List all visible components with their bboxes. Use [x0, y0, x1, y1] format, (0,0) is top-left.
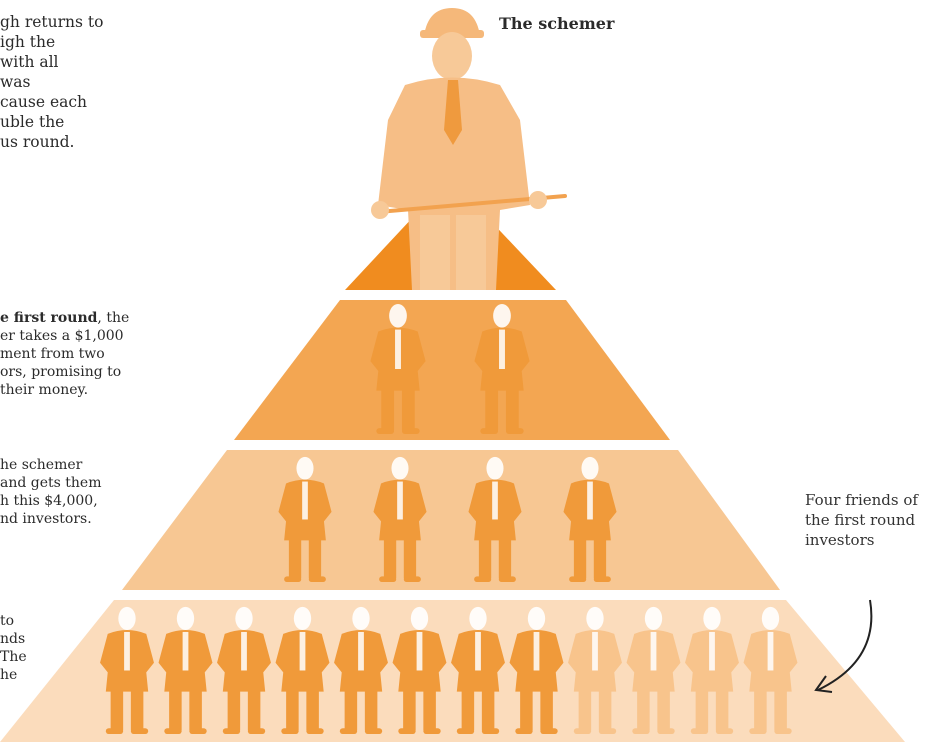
round2-line: and gets them: [0, 475, 102, 491]
round3-line: to: [0, 613, 15, 629]
round1-line: their money.: [0, 382, 89, 398]
investor-round3: [100, 606, 154, 735]
round2-line: he schemer: [0, 457, 83, 473]
investor-round3: [743, 606, 798, 735]
investor-round3: [685, 606, 739, 735]
investor-round3: [509, 606, 564, 735]
investor-round3: [334, 606, 388, 735]
intro-line: igh the: [0, 33, 56, 51]
round2-line: h this $4,000,: [0, 493, 98, 509]
annotation-line: Four friends of: [805, 491, 918, 509]
investor-round3: [392, 606, 447, 735]
annotation-text: Four friends of the first round investor…: [805, 490, 952, 550]
round1-line: ment from two: [0, 346, 105, 362]
round3-line: he: [0, 667, 18, 683]
intro-line: uble the: [0, 113, 65, 131]
intro-line: us round.: [0, 133, 75, 151]
round3-line: The: [0, 649, 27, 665]
investor-round3: [568, 606, 622, 735]
annotation-line: the first round: [805, 511, 916, 529]
intro-line: gh returns to: [0, 13, 104, 31]
investor-figures: [100, 303, 798, 735]
investor-round3: [158, 606, 213, 735]
investor-round2: [373, 456, 427, 583]
investor-round1: [370, 303, 426, 435]
intro-line: with all: [0, 53, 59, 71]
round1-line: e first round, the: [0, 309, 129, 327]
round1-line: ors, promising to: [0, 364, 122, 380]
round3-line: nds: [0, 631, 26, 647]
investor-round2: [278, 456, 332, 583]
annotation-arrow: [817, 599, 873, 691]
round1-bold: e first round: [0, 310, 98, 326]
schemer-figure: [371, 8, 567, 290]
investor-round3: [275, 606, 330, 735]
investor-round3: [626, 606, 681, 735]
arrowhead-icon: [814, 675, 833, 693]
investor-round2: [563, 456, 617, 583]
round1-line: er takes a $1,000: [0, 328, 124, 344]
tier-round1: [234, 300, 670, 440]
round2-line: nd investors.: [0, 511, 92, 527]
intro-line: cause each: [0, 93, 88, 111]
investor-round1: [474, 303, 530, 435]
schemer-title: The schemer: [499, 14, 615, 33]
tier-round2: [122, 450, 780, 590]
investor-round3: [451, 606, 505, 735]
investor-round2: [468, 456, 522, 583]
intro-line: was: [0, 73, 31, 91]
annotation-line: investors: [805, 531, 875, 549]
round1-lead-tail: , the: [97, 310, 130, 326]
investor-round3: [217, 606, 271, 735]
